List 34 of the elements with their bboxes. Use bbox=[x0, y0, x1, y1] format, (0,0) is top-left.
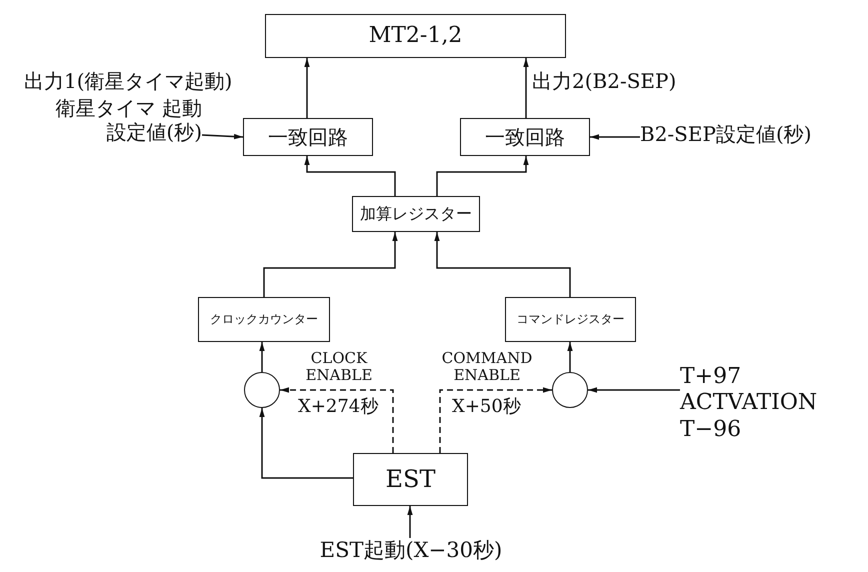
junction-circle bbox=[552, 372, 588, 408]
arrow bbox=[407, 506, 413, 538]
arrow bbox=[263, 232, 398, 297]
arrow bbox=[434, 232, 571, 297]
delay-label: X+50秒 bbox=[452, 397, 521, 417]
arrow bbox=[202, 134, 244, 140]
input-label: B2-SEP設定値(秒) bbox=[640, 122, 866, 152]
edge-label: 出力1(衛星タイマ起動) bbox=[24, 70, 232, 92]
dashed-arrow bbox=[439, 387, 552, 453]
arrow bbox=[567, 342, 573, 372]
process-box: クロックカウンター bbox=[198, 297, 330, 342]
input-label: 衛星タイマ 起動設定値(秒) bbox=[40, 96, 202, 150]
arrow bbox=[304, 156, 396, 196]
arrow bbox=[436, 156, 529, 196]
process-box: 加算レジスター bbox=[352, 196, 480, 232]
edge-label: CLOCK ENABLE bbox=[304, 350, 374, 383]
input-label: EST起動(X−30秒) bbox=[296, 538, 526, 570]
arrow bbox=[588, 387, 680, 393]
junction-circle bbox=[244, 372, 280, 408]
arrow bbox=[523, 58, 529, 118]
process-box: 一致回路 bbox=[460, 118, 590, 156]
edge-label: 出力2(B2-SEP) bbox=[532, 70, 676, 92]
arrow bbox=[304, 58, 310, 118]
dashed-arrow bbox=[280, 387, 394, 453]
process-box: MT2-1,2 bbox=[265, 14, 566, 58]
process-box: 一致回路 bbox=[243, 118, 373, 156]
delay-label: X+274秒 bbox=[298, 397, 378, 417]
process-box: コマンドレジスター bbox=[505, 297, 636, 342]
arrow bbox=[259, 408, 353, 479]
input-label: T+97 ACTVATION T−96 bbox=[680, 364, 866, 456]
process-box: EST bbox=[353, 453, 468, 506]
arrow bbox=[590, 134, 640, 140]
edge-label: COMMAND ENABLE bbox=[440, 350, 534, 383]
arrow bbox=[259, 342, 265, 372]
